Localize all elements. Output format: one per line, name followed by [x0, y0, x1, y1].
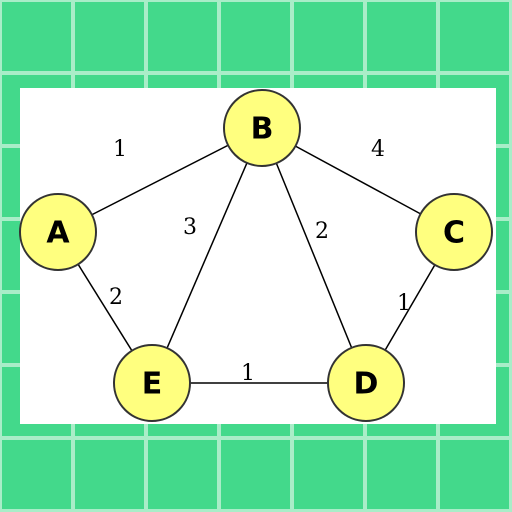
edge-B-D [261, 127, 367, 384]
edge-weight-A-B: 1 [113, 137, 127, 162]
node-circle-E [113, 344, 191, 422]
node-E: E [113, 344, 191, 422]
node-D: D [327, 344, 405, 422]
node-B: B [223, 89, 301, 167]
edge-weight-B-C: 4 [371, 137, 385, 162]
edge-weight-C-D: 1 [397, 291, 411, 316]
node-circle-B [223, 89, 301, 167]
edge-weight-B-D: 2 [315, 219, 329, 244]
node-label-C: C [443, 216, 465, 251]
nodes: A B C D E [19, 89, 493, 422]
edge-weights: 1 4 3 2 2 1 1 [109, 137, 411, 386]
edge-B-E [151, 127, 263, 384]
node-circle-D [327, 344, 405, 422]
edge-weight-E-D: 1 [241, 361, 255, 386]
node-label-D: D [354, 367, 379, 402]
node-label-E: E [142, 367, 163, 402]
node-label-A: A [46, 216, 70, 251]
node-A: A [19, 193, 97, 271]
edge-weight-A-E: 2 [109, 285, 123, 310]
edge-weight-B-E: 3 [183, 215, 197, 240]
node-C: C [415, 193, 493, 271]
node-label-B: B [251, 112, 274, 147]
node-circle-A [19, 193, 97, 271]
node-circle-C [415, 193, 493, 271]
